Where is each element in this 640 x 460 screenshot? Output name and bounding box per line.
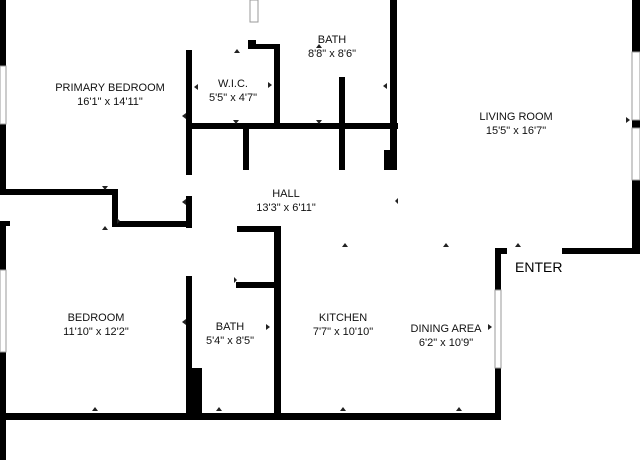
room-dims-dining-area: 6'2" x 10'9" [419,337,473,349]
door-marker [194,84,198,90]
wall-living-bottom [562,248,640,254]
door-marker [234,277,237,283]
door-marker [92,407,98,411]
room-dims-bath-lower: 5'4" x 8'5" [206,335,254,347]
room-name-bath-upper: BATH [318,34,347,46]
room-name-primary-bedroom: PRIMARY BEDROOM [55,82,165,94]
window-top [249,0,259,23]
wall-bath-lower-right [274,226,281,416]
door-marker [117,218,120,224]
wall-closet-left [186,129,192,174]
wall-bath-inner [339,77,345,170]
room-dims-living-room: 15'5" x 16'7" [486,125,546,137]
wall-wic-top-post [248,40,256,49]
door-marker [102,186,108,190]
door-marker [395,198,398,204]
wall-primary-right-stub [186,196,192,228]
door-marker [182,113,186,119]
entrance-label: ENTER [515,259,562,275]
wall-jog-vertical [112,189,118,227]
wall-entry-stub [495,248,507,254]
door-marker [342,243,348,247]
door-marker [234,49,240,53]
door-marker [340,407,346,411]
door-marker [626,117,630,123]
window-dining [494,289,502,369]
room-name-bedroom: BEDROOM [68,312,125,324]
room-dims-bedroom: 11'10" x 12'2" [63,326,129,338]
room-name-hall: HALL [272,188,300,200]
room-labels: PRIMARY BEDROOM 16'1" x 14'11" W.I.C. 5'… [55,34,562,349]
door-marker [182,199,186,205]
door-markers [92,44,630,411]
room-name-kitchen: KITCHEN [319,312,367,324]
wall-bath-lower-left [186,276,192,416]
room-dims-hall: 13'3" x 6'11" [256,202,316,214]
wall-bath-right [390,0,397,170]
door-marker [216,407,222,411]
room-name-living-room: LIVING ROOM [479,111,552,123]
wall-living-right [632,0,640,254]
wall-bath-lower-column [186,368,202,416]
room-name-wic: W.I.C. [218,78,248,90]
window-living-upper [631,51,640,121]
wall-bath-right-stub [384,150,390,170]
room-name-bath-lower: BATH [216,321,245,333]
room-dims-bath-upper: 8'8" x 8'6" [308,48,356,60]
wall-bedroom-top [112,221,192,227]
wall-closet-divider [243,123,249,170]
wall-primary-right [186,50,192,175]
wall-closet-row [186,123,398,129]
door-marker [443,243,449,247]
door-marker [383,83,387,89]
wall-bath-lower-shelf [236,282,280,288]
window-living-lower [631,127,640,181]
wall-wic-right [274,44,280,126]
door-marker [102,226,108,230]
window-primary [0,65,7,125]
wall-wic-top [248,44,280,49]
windows [0,0,640,369]
door-marker [182,319,186,325]
room-dims-wic: 5'5" x 4'7" [209,92,257,104]
wall-bedroom-top-stub [0,221,10,226]
wall-bath-lower-top [237,226,281,232]
wall-bottom [0,413,501,420]
door-marker [266,324,270,330]
door-marker [316,44,322,48]
door-marker [316,120,322,124]
wall-primary-bottom [0,189,118,195]
room-dims-primary-bedroom: 16'1" x 14'11" [77,96,143,108]
room-dims-kitchen: 7'7" x 10'10" [313,326,373,338]
door-marker [268,82,272,88]
door-marker [515,243,521,247]
door-marker [488,324,492,330]
door-marker [456,407,462,411]
room-name-dining-area: DINING AREA [411,323,483,335]
window-bedroom [0,269,7,353]
door-marker [233,120,239,124]
